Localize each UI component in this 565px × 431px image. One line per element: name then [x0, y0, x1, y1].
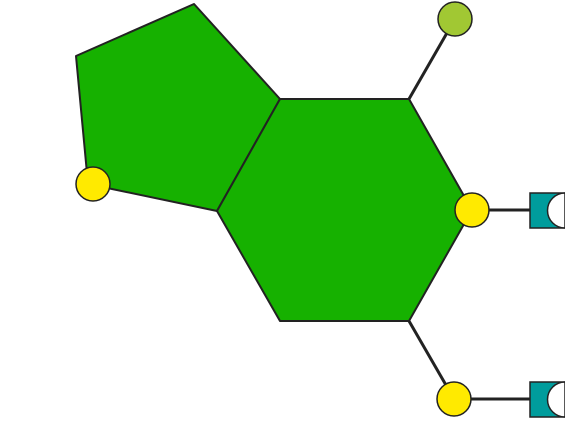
- bottom-right-node: [436, 381, 472, 417]
- hexagon-ring: [216, 98, 473, 322]
- bottom-terminal-marker: [529, 381, 565, 418]
- right-terminal-marker: [529, 192, 565, 229]
- top-right-node: [437, 1, 473, 37]
- right-node: [454, 192, 490, 228]
- left-node: [75, 166, 111, 202]
